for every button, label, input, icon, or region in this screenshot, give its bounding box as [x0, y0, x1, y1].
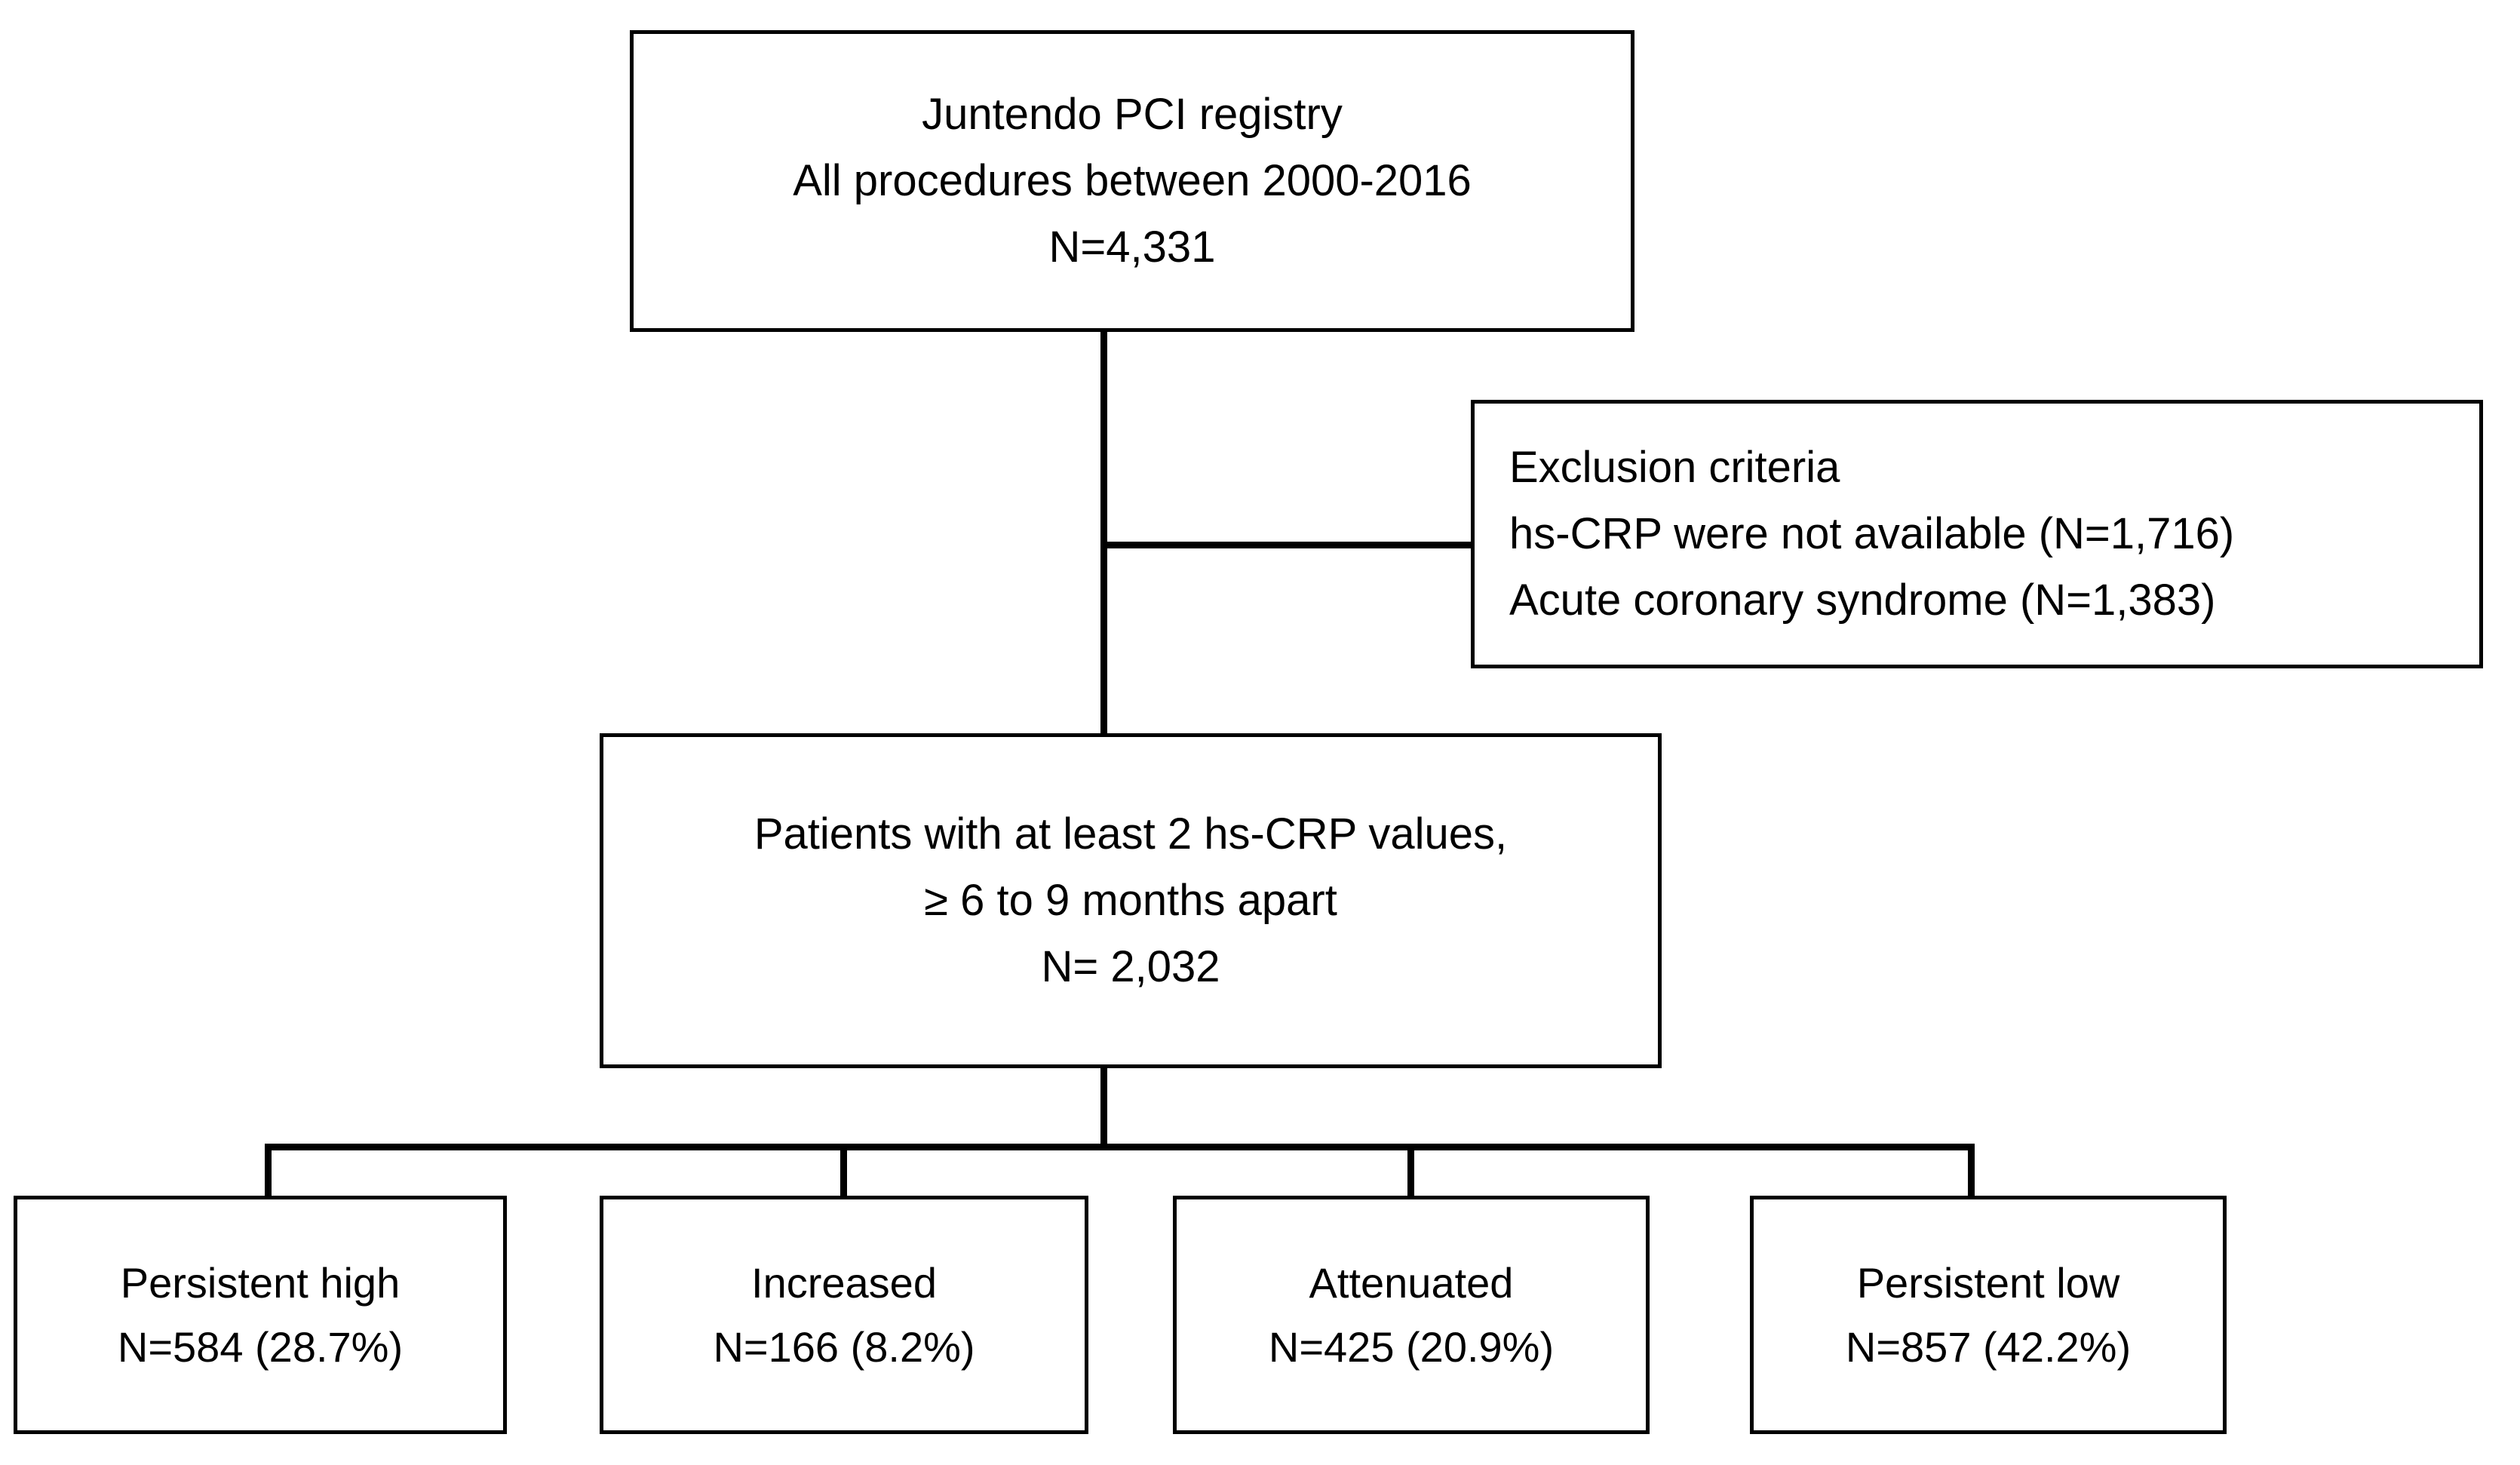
connector-drop-persistent-high: [265, 1144, 272, 1198]
connector-cohort-to-groups: [1100, 1065, 1107, 1150]
registry-count: N=4,331: [1048, 223, 1216, 272]
node-group-attenuated: Attenuated N=425 (20.9%): [1173, 1196, 1650, 1434]
group-count: N=857 (42.2%): [1845, 1323, 2132, 1371]
connector-registry-to-cohort: [1100, 330, 1107, 736]
connector-branch-to-exclusion: [1100, 542, 1475, 548]
node-juntendo-pci-registry: Juntendo PCI registry All procedures bet…: [630, 30, 1634, 332]
exclusion-reason-hscrp-unavailable: hs-CRP were not available (N=1,716): [1509, 508, 2235, 558]
connector-group-distribution-bar: [268, 1144, 1975, 1150]
exclusion-reason-acute-coronary-syndrome: Acute coronary syndrome (N=1,383): [1509, 576, 2216, 625]
cohort-count: N= 2,032: [1041, 942, 1220, 992]
group-label: Persistent high: [120, 1258, 401, 1307]
connector-drop-attenuated: [1407, 1144, 1414, 1198]
node-exclusion-criteria: Exclusion criteria hs-CRP were not avail…: [1471, 400, 2483, 668]
group-count: N=584 (28.7%): [117, 1323, 404, 1371]
node-eligible-cohort: Patients with at least 2 hs-CRP values, …: [600, 733, 1662, 1068]
group-label: Increased: [751, 1258, 937, 1307]
cohort-criteria-values: Patients with at least 2 hs-CRP values,: [754, 809, 1508, 858]
group-label: Persistent low: [1856, 1258, 2120, 1307]
connector-drop-increased: [840, 1144, 847, 1198]
connector-drop-persistent-low: [1968, 1144, 1975, 1198]
registry-procedures-range: All procedures between 2000-2016: [793, 155, 1472, 205]
node-group-increased: Increased N=166 (8.2%): [600, 1196, 1088, 1434]
cohort-criteria-interval: ≥ 6 to 9 months apart: [924, 875, 1337, 925]
node-group-persistent-low: Persistent low N=857 (42.2%): [1750, 1196, 2227, 1434]
group-label: Attenuated: [1309, 1258, 1514, 1307]
exclusion-heading: Exclusion criteria: [1509, 442, 1840, 492]
group-count: N=166 (8.2%): [713, 1323, 975, 1371]
group-count: N=425 (20.9%): [1268, 1323, 1555, 1371]
node-group-persistent-high: Persistent high N=584 (28.7%): [14, 1196, 507, 1434]
registry-title: Juntendo PCI registry: [922, 89, 1343, 139]
